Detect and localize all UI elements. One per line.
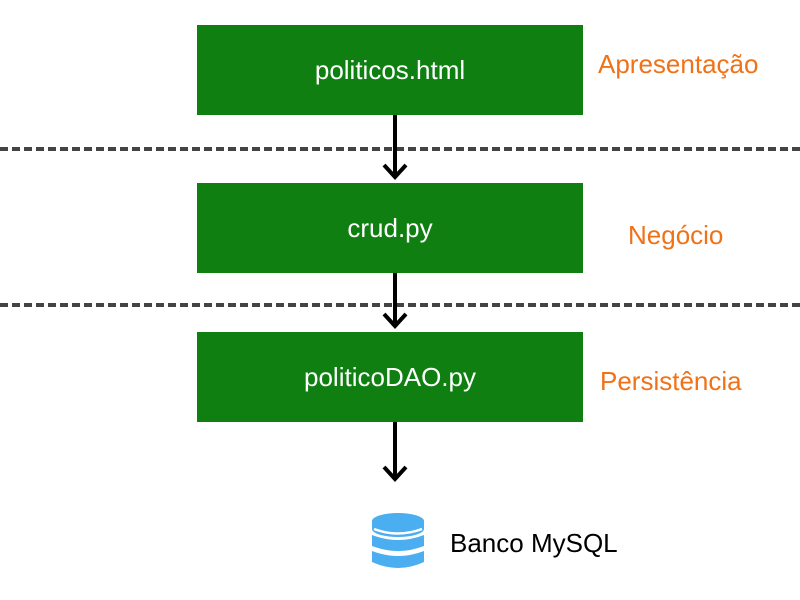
component-label-persistence: politicoDAO.py <box>304 361 476 392</box>
component-label-business: crud.py <box>347 212 433 243</box>
component-box-persistence: politicoDAO.py <box>197 332 583 422</box>
layer-label-business: Negócio <box>628 220 724 250</box>
arrow-down-icon <box>382 115 408 180</box>
layer-label-presentation: Apresentação <box>598 49 759 79</box>
arrow-down-icon <box>382 273 408 329</box>
database-icon <box>372 513 424 568</box>
layer-divider <box>0 303 800 307</box>
component-box-business: crud.py <box>197 183 583 273</box>
layer-label-persistence: Persistência <box>600 366 742 396</box>
database-label: Banco MySQL <box>450 528 618 558</box>
arrow-down-icon <box>382 422 408 482</box>
layer-divider <box>0 147 800 151</box>
component-box-presentation: politicos.html <box>197 25 583 115</box>
component-label-presentation: politicos.html <box>314 54 466 85</box>
